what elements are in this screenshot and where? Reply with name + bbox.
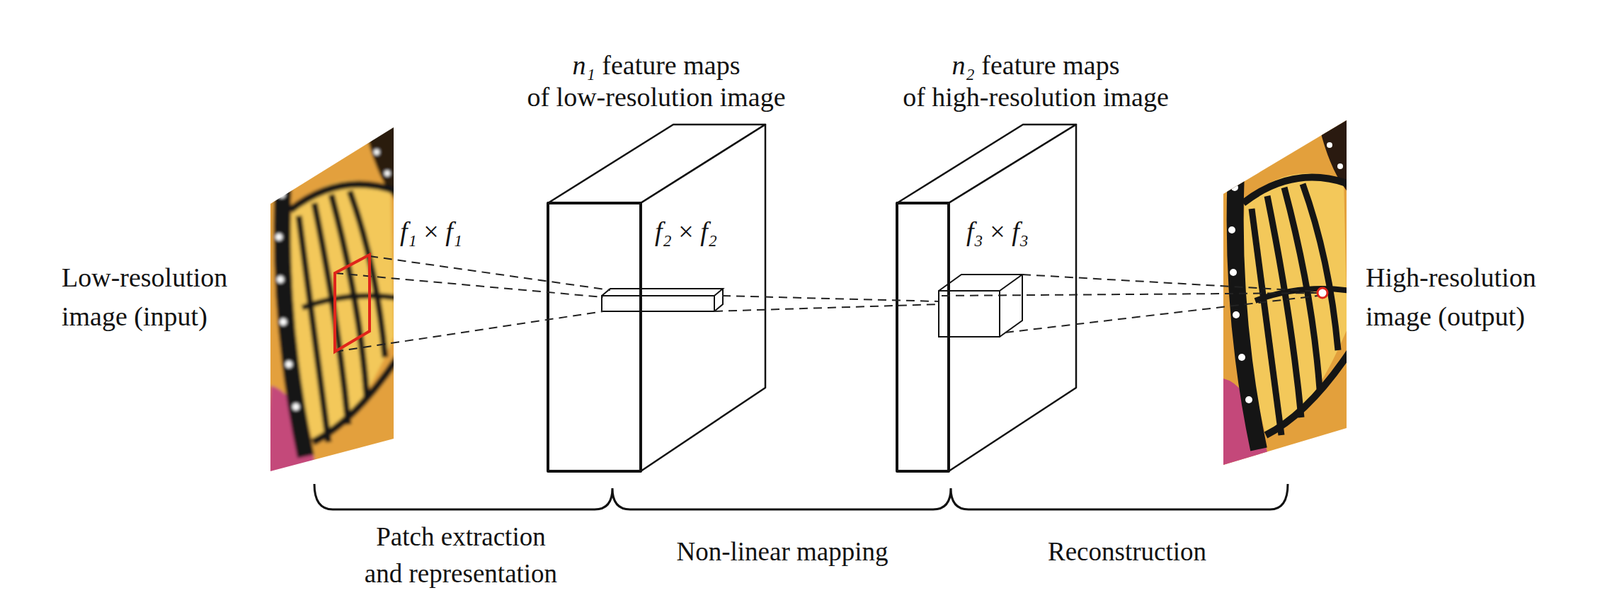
feature-block-2 <box>896 124 1077 472</box>
image-caption: Low-resolution image (input) <box>59 258 230 337</box>
image-panel: High-resolution image (output) <box>1223 116 1347 466</box>
image-panel: Low-resolution image (input) <box>270 123 394 472</box>
kernel-size: f₃ × f₃ <box>964 215 1031 248</box>
stage-name: Non-linear mapping <box>673 533 890 571</box>
feature-map-block: n₁ feature maps of low-resolution image <box>547 124 766 472</box>
output-pixel <box>1317 288 1328 299</box>
feature-block-1 <box>547 124 766 472</box>
feature-map-block: n₂ feature maps of high-resolution image <box>896 124 1077 472</box>
kernel-size: f₁ × f₁ <box>397 215 465 248</box>
input-patch <box>334 254 370 352</box>
patch-cube <box>938 274 1023 337</box>
patch-vector <box>601 288 723 312</box>
projection-lines <box>334 256 1319 352</box>
block-heading: n₁ feature maps of low-resolution image <box>524 49 788 114</box>
input-image <box>263 116 405 485</box>
stage-name: Reconstruction <box>1045 533 1209 571</box>
block-heading: n₂ feature maps of high-resolution image <box>900 49 1171 114</box>
stage-bracket <box>314 484 1288 510</box>
kernel-size: f₂ × f₂ <box>652 215 720 248</box>
image-caption: High-resolution image (output) <box>1363 258 1539 337</box>
stage-name: Patch extraction and representation <box>362 518 560 593</box>
